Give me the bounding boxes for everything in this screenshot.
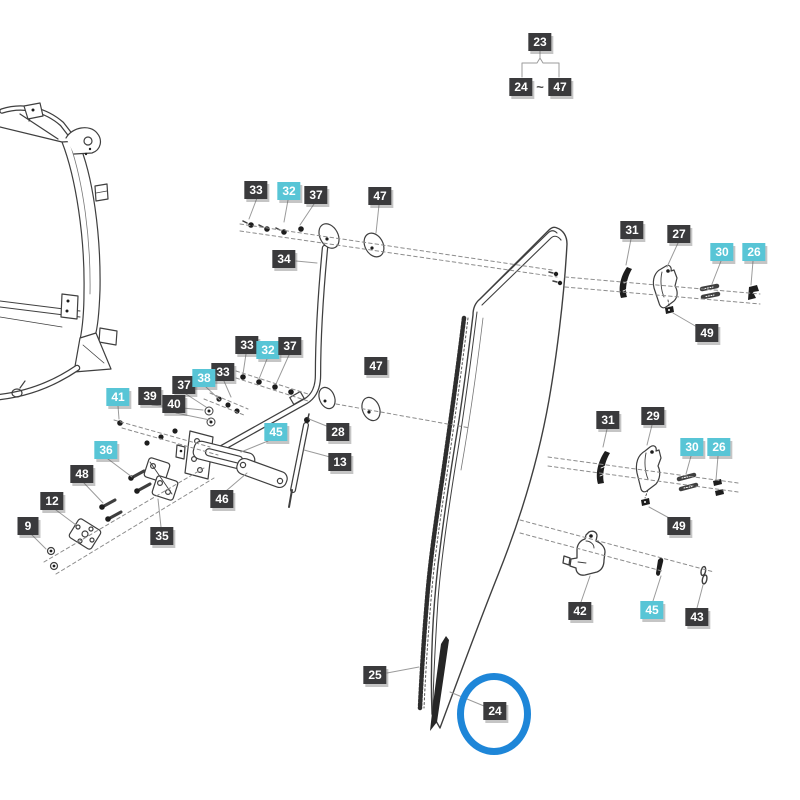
upper-bracket-art (218, 223, 340, 452)
part-label-26-b[interactable]: 26 (707, 438, 731, 456)
assembly-axes-dashed (43, 223, 761, 575)
part-label-23[interactable]: 23 (528, 33, 552, 51)
part-label-28[interactable]: 28 (326, 423, 350, 441)
part-label-42[interactable]: 42 (568, 602, 592, 620)
part-label-30-b[interactable]: 30 (680, 438, 704, 456)
part-label-48[interactable]: 48 (70, 465, 94, 483)
part-label-36[interactable]: 36 (94, 441, 118, 459)
part-label-31-a[interactable]: 31 (620, 221, 644, 239)
hinge-top-right-art (619, 264, 759, 314)
gas-strut-art (288, 413, 310, 508)
part-label-47-b[interactable]: 47 (364, 357, 388, 375)
part-label-32-a[interactable]: 32 (277, 182, 301, 200)
door-panel-art (430, 226, 568, 729)
part-label-31-b[interactable]: 31 (596, 411, 620, 429)
part-label-43[interactable]: 43 (685, 608, 709, 626)
part-label-47-a[interactable]: 47 (368, 187, 392, 205)
part-label-30-a[interactable]: 30 (710, 243, 734, 261)
part-label-33-b[interactable]: 33 (235, 336, 259, 354)
part-label-33-a[interactable]: 33 (244, 181, 268, 199)
part-label-45-a[interactable]: 45 (264, 423, 288, 441)
part-label-40[interactable]: 40 (162, 395, 186, 413)
part-label-35[interactable]: 35 (150, 527, 174, 545)
part-label-49-a[interactable]: 49 (695, 324, 719, 342)
part-label-45-b[interactable]: 45 (640, 601, 664, 619)
lower-bracket-art (175, 430, 288, 489)
part-label-37-a[interactable]: 37 (304, 186, 328, 204)
part-label-37-c[interactable]: 37 (172, 376, 196, 394)
left-hinge-art (46, 457, 179, 571)
part-label-33-c[interactable]: 33 (211, 363, 235, 381)
part-label-27[interactable]: 27 (667, 225, 691, 243)
part-label-24-main[interactable]: 24 (483, 702, 507, 720)
cab-frame-art (0, 102, 118, 401)
part-label-41[interactable]: 41 (106, 388, 130, 406)
part-label-9[interactable]: 9 (17, 517, 39, 535)
fasteners-art (117, 220, 304, 446)
part-label-39[interactable]: 39 (138, 387, 162, 405)
part-label-tilde: ~ (536, 79, 544, 95)
part-label-12[interactable]: 12 (40, 492, 64, 510)
part-label-26-a[interactable]: 26 (742, 243, 766, 261)
part-label-32-b[interactable]: 32 (256, 341, 280, 359)
part-label-46[interactable]: 46 (210, 490, 234, 508)
part-label-47-top[interactable]: 47 (548, 78, 572, 96)
part-label-38[interactable]: 38 (192, 369, 216, 387)
part-label-13[interactable]: 13 (328, 453, 352, 471)
part-label-25[interactable]: 25 (363, 666, 387, 684)
part-label-49-b[interactable]: 49 (667, 517, 691, 535)
part-label-24-top[interactable]: 24 (509, 78, 533, 96)
part-label-29[interactable]: 29 (641, 407, 665, 425)
highlight-circle (457, 673, 531, 755)
part-label-34[interactable]: 34 (272, 250, 296, 268)
part-label-37-b[interactable]: 37 (278, 337, 302, 355)
weatherstrip-art (417, 315, 469, 731)
latch-bottom-right-art (562, 530, 708, 585)
